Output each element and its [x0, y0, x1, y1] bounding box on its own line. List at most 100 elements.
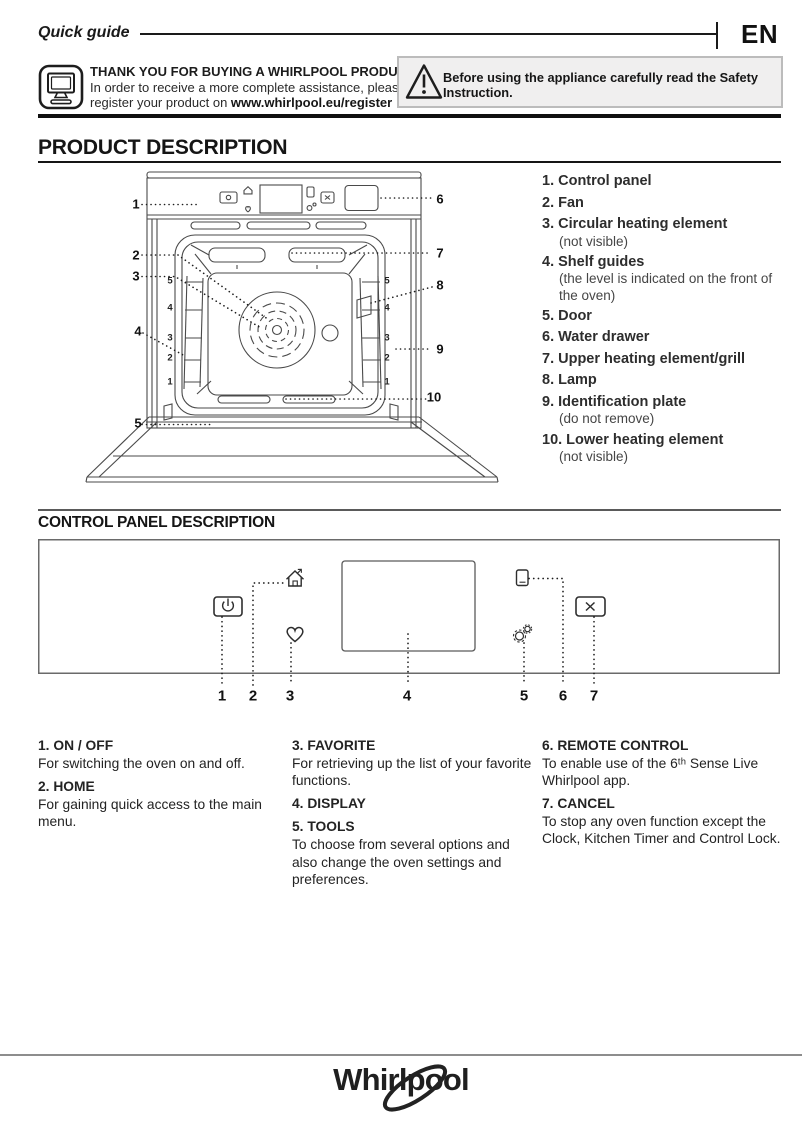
shelf-guides-right	[359, 275, 382, 390]
cavity-inner	[181, 241, 379, 409]
lamp-housing	[356, 295, 372, 319]
function-desc: For gaining quick access to the main men…	[38, 797, 262, 830]
safety-warning-box	[397, 56, 783, 108]
list-item: 8. Lamp	[542, 372, 597, 389]
home-icon	[286, 568, 304, 587]
oven-callout-7: 7	[436, 245, 444, 261]
section-divider-thin	[38, 509, 781, 511]
panel-callout-6: 6	[558, 687, 568, 705]
list-item: 9. Identification plate(do not remove)	[542, 393, 687, 427]
mini-home-icon	[243, 185, 253, 195]
page-title: Quick guide	[38, 24, 130, 41]
lamp	[321, 324, 339, 342]
function-desc: For retrieving up the list of your favor…	[292, 756, 532, 789]
power-icon	[213, 596, 243, 617]
oven-callout-1: 1	[132, 196, 140, 212]
register-line2: register your product on www.whirlpool.e…	[90, 95, 392, 110]
panel-callout-3: 3	[285, 687, 295, 705]
shelf-level-2: 2	[167, 352, 173, 364]
footer-rule	[0, 1054, 802, 1056]
control-panel-heading: CONTROL PANEL DESCRIPTION	[38, 514, 275, 531]
shelf-level-5: 5	[167, 275, 173, 287]
panel-callout-1: 1	[217, 687, 227, 705]
shelf-level-4: 4	[167, 302, 173, 314]
cavity-back-wall	[207, 272, 353, 396]
register-url-link[interactable]: www.whirlpool.eu/register	[230, 95, 393, 110]
panel-callout-4: 4	[402, 687, 412, 705]
cancel-x-icon	[575, 596, 606, 617]
oven-callout-2: 2	[132, 247, 140, 263]
control-panel-outline	[38, 539, 780, 674]
panel-callout-2: 2	[248, 687, 258, 705]
control-panel-diagram	[38, 539, 780, 686]
warning-text-line1: Before using the appliance carefully rea…	[443, 70, 759, 85]
mini-phone-icon	[306, 186, 315, 198]
shelf-level-3: 3	[384, 332, 390, 344]
shelf-level-3: 3	[167, 332, 173, 344]
warning-triangle-icon	[405, 64, 443, 99]
function-title: 4. DISPLAY	[292, 796, 366, 812]
function-title: 1. ON / OFF	[38, 738, 114, 753]
oven-callout-8: 8	[436, 277, 444, 293]
mini-control-panel	[219, 184, 379, 214]
grill-element	[190, 244, 368, 269]
callout-leader-lines	[141, 197, 433, 426]
vent-slot	[246, 221, 311, 230]
shelf-guides-left	[183, 275, 204, 390]
function-title: 2. HOME	[38, 779, 95, 795]
oven-callout-6: 6	[436, 191, 444, 207]
language-code: EN	[741, 19, 779, 49]
shelf-level-2: 2	[384, 352, 390, 364]
cavity-outer	[174, 234, 386, 416]
register-computer-icon	[38, 64, 84, 110]
header-rule-tick	[716, 22, 718, 49]
oven-top-cap	[146, 171, 422, 179]
shelf-level-5: 5	[384, 275, 390, 287]
shelf-level-1: 1	[167, 376, 173, 388]
function-title: 6. REMOTE CONTROL	[542, 738, 689, 753]
whirlpool-logo-swoosh	[382, 1064, 448, 1112]
oven-callout-4: 4	[134, 323, 142, 339]
oven-callout-3: 3	[132, 268, 140, 284]
oven-callout-10: 10	[426, 389, 442, 405]
function-desc: To stop any oven function except the Clo…	[542, 814, 781, 847]
tools-gears-icon	[512, 624, 533, 643]
favorite-heart-icon	[286, 626, 304, 643]
function-desc: To enable use of the 6ᵗʰ Sense Live Whir…	[542, 756, 759, 789]
mini-heart-icon	[245, 205, 251, 213]
parts-list: 1. Control panel 2. Fan 3. Circular heat…	[542, 172, 782, 468]
mini-tools-icon	[306, 205, 313, 211]
panel-callout-5: 5	[519, 687, 529, 705]
mini-cancel-button	[320, 191, 335, 204]
register-line2-prefix: register your product on	[90, 95, 231, 110]
list-item: 10. Lower heating element(not visible)	[542, 431, 724, 465]
door-hinge-right	[389, 403, 399, 421]
function-title: 7. CANCEL	[542, 796, 615, 812]
list-item: 7. Upper heating element/grill	[542, 350, 746, 367]
list-item: 3. Circular heating element(not visible)	[542, 216, 728, 249]
oven-callout-5: 5	[134, 415, 142, 431]
function-title: 3. FAVORITE	[292, 738, 376, 753]
list-item: 6. Water drawer	[542, 329, 650, 346]
whirlpool-logo: Whirlpool	[333, 1062, 470, 1097]
vent-slot	[190, 221, 241, 230]
list-item: 2. Fan	[542, 194, 584, 211]
mini-power-button	[219, 191, 238, 204]
remote-phone-icon	[515, 569, 529, 587]
header-rule	[140, 33, 717, 35]
warning-text-line2: Instruction.	[443, 85, 513, 100]
shelf-level-1: 1	[384, 376, 390, 388]
water-drawer	[344, 184, 379, 212]
mini-display	[259, 184, 303, 214]
panel-leader-lines	[221, 577, 595, 686]
oven-callout-9: 9	[436, 341, 444, 357]
display-screen	[341, 560, 476, 652]
list-item: 5. Door	[542, 307, 592, 324]
section-divider-thick	[38, 114, 781, 118]
open-door	[85, 416, 499, 483]
list-item: 4. Shelf guides(the level is indicated o…	[542, 253, 773, 303]
shelf-level-4: 4	[384, 302, 390, 314]
oven-diagram	[85, 171, 499, 483]
oven-body	[146, 177, 422, 429]
